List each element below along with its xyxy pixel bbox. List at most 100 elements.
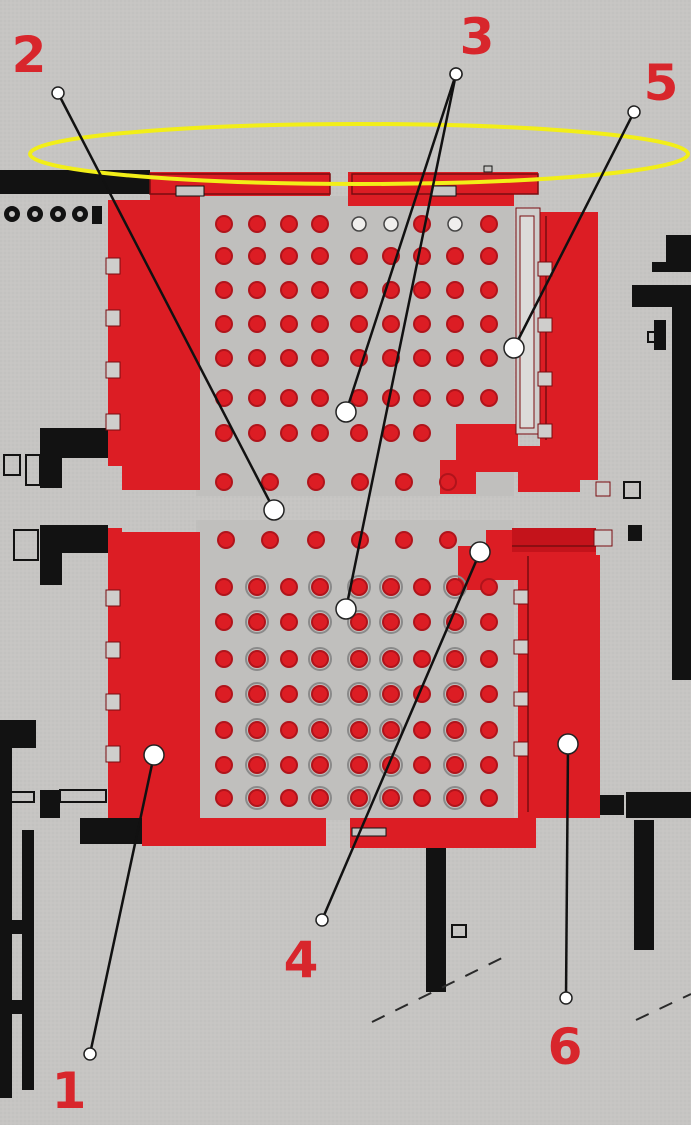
column (443, 682, 467, 706)
column (307, 531, 325, 549)
column (413, 721, 431, 739)
column (248, 349, 266, 367)
column (347, 753, 371, 777)
column (480, 349, 498, 367)
column (350, 315, 368, 333)
column (311, 215, 329, 233)
column (379, 786, 403, 810)
wall-outlines (3, 331, 657, 938)
column (382, 389, 400, 407)
column (215, 349, 233, 367)
column (311, 349, 329, 367)
column (261, 531, 279, 549)
column (347, 718, 371, 742)
left-column-row (4, 206, 102, 224)
column (248, 424, 266, 442)
column (215, 215, 233, 233)
column (350, 389, 368, 407)
column (261, 473, 279, 491)
column (347, 610, 371, 634)
column (215, 315, 233, 333)
column (245, 647, 269, 671)
column (379, 575, 403, 599)
column (245, 753, 269, 777)
wall-niches (105, 207, 613, 763)
callout-label-1: 1 (51, 1062, 87, 1120)
column (413, 650, 431, 668)
column (308, 647, 332, 671)
column (280, 578, 298, 596)
column (379, 753, 403, 777)
column (480, 789, 498, 807)
column (311, 424, 329, 442)
column (311, 389, 329, 407)
callout-label-5: 5 (643, 54, 679, 112)
column (413, 281, 431, 299)
column (280, 685, 298, 703)
column (443, 718, 467, 742)
column (245, 718, 269, 742)
column (248, 247, 266, 265)
column (379, 682, 403, 706)
column (379, 610, 403, 634)
column (307, 473, 325, 491)
column (215, 613, 233, 631)
column (347, 786, 371, 810)
column (280, 756, 298, 774)
column (311, 281, 329, 299)
column (280, 349, 298, 367)
callout-label-3: 3 (459, 8, 495, 66)
column (480, 756, 498, 774)
column (215, 473, 233, 491)
column (439, 531, 457, 549)
column (443, 610, 467, 634)
column (413, 613, 431, 631)
column (413, 424, 431, 442)
column (308, 575, 332, 599)
column (280, 281, 298, 299)
column (480, 215, 498, 233)
small-pier (628, 525, 642, 541)
column (280, 247, 298, 265)
column (395, 531, 413, 549)
column (280, 424, 298, 442)
column (480, 247, 498, 265)
column (350, 424, 368, 442)
column (480, 650, 498, 668)
column (215, 650, 233, 668)
column (480, 613, 498, 631)
column (245, 786, 269, 810)
column (350, 281, 368, 299)
column (248, 281, 266, 299)
column (480, 281, 498, 299)
column (215, 685, 233, 703)
columns-group (215, 215, 498, 810)
column (383, 216, 399, 232)
dashed-traces (371, 957, 691, 1023)
column (347, 647, 371, 671)
column (446, 315, 464, 333)
column (280, 650, 298, 668)
column (248, 315, 266, 333)
column (446, 247, 464, 265)
column (351, 473, 369, 491)
column (446, 281, 464, 299)
column (413, 578, 431, 596)
column (447, 216, 463, 232)
column (248, 389, 266, 407)
column (308, 682, 332, 706)
column (443, 753, 467, 777)
column (439, 473, 457, 491)
column (245, 682, 269, 706)
column (413, 247, 431, 265)
column (351, 216, 367, 232)
column (480, 685, 498, 703)
column (446, 349, 464, 367)
column (443, 786, 467, 810)
column (446, 389, 464, 407)
callout-label-6: 6 (547, 1018, 583, 1076)
column (443, 575, 467, 599)
column (280, 721, 298, 739)
column (215, 756, 233, 774)
